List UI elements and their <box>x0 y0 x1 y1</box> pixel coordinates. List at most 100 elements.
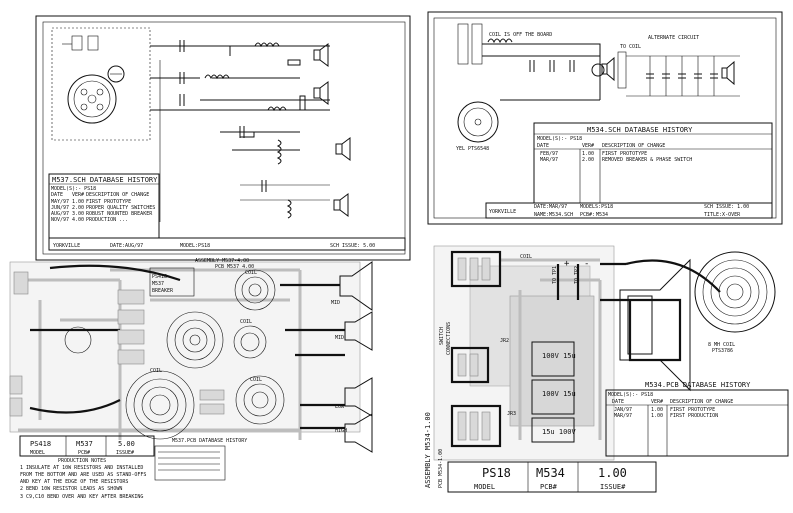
pcb-history-head-date: DATE <box>612 399 624 405</box>
input-jack-icon <box>9 397 23 417</box>
model-table <box>447 461 657 493</box>
title-block-date: DATE:MAR/97 <box>534 204 567 210</box>
svg-text:2.00: 2.00 <box>72 205 84 211</box>
input-jack-icon <box>450 346 490 384</box>
revision-head-desc: DESCRIPTION OF CHANGE <box>602 143 665 149</box>
title-block-issue: SCH ISSUE: 5.00 <box>330 243 375 249</box>
svg-text:100V 15u: 100V 15u <box>542 352 576 360</box>
speaker-icon <box>335 137 351 161</box>
pcb-history-table <box>605 389 789 457</box>
revision-table <box>533 122 773 204</box>
title-block <box>485 202 773 219</box>
model-caption: MODEL <box>474 483 495 491</box>
svg-text:JAN/97: JAN/97 <box>614 407 632 413</box>
title-block-date: DATE:AUG/97 <box>110 243 143 249</box>
input-jack-icon <box>13 271 29 295</box>
svg-text:MAR/97: MAR/97 <box>614 413 632 419</box>
minus-sign: - <box>584 259 589 269</box>
revision-head-ver: VER# <box>582 143 594 149</box>
svg-text:2.00: 2.00 <box>582 157 594 163</box>
coil-label: COIL <box>240 319 252 325</box>
speaker-icon <box>313 43 329 67</box>
svg-text:JUN/97: JUN/97 <box>51 205 69 211</box>
inductor-icon <box>204 74 230 80</box>
pcb-value: M537 <box>76 440 93 448</box>
issue-value: 5.00 <box>118 440 135 448</box>
capacitor-icon: 15u 100V <box>531 417 577 443</box>
horn-icon <box>344 311 373 351</box>
coil-label: COIL <box>245 270 257 276</box>
title-block-pcb-label: PCB#: <box>580 212 595 218</box>
connector-icon <box>64 326 92 354</box>
note-line: 2 BEND 10W RESISTOR LEADS AS SHOWN <box>20 486 122 492</box>
issue-value: 1.00 <box>598 466 627 480</box>
tp-label: TO TP2 <box>574 266 580 284</box>
pcb-history-models: MODEL(S):- PS18 <box>608 392 653 398</box>
connector-part: YEL PTS6548 <box>456 146 489 152</box>
pcb-history-head-ver: VER# <box>651 399 663 405</box>
revision-head-ver: VER# <box>72 192 84 198</box>
schematic-m534: COIL IS OFF THE BOARD ALTERNATE CIRCUIT … <box>427 11 783 225</box>
table-row: MAR/97 2.00 REMOVED BREAKER & PHASE SWITCH <box>540 157 692 163</box>
title-block-model: MODELS:PS18 <box>580 204 613 210</box>
jack-label: JR3 <box>507 411 516 417</box>
pcb-layout-m534: JR2 JR3 SWITCH CONNECTIONS 100V 15u 100V… <box>424 245 789 493</box>
output-label: HIGH <box>335 428 347 434</box>
connections-label: CONNECTIONS <box>446 322 452 355</box>
pcb-history-title: M534.PCB DATABASE HISTORY <box>645 381 751 389</box>
input-jack-icon <box>450 250 502 288</box>
pcb-caption: PCB# <box>540 483 558 491</box>
table-row: FEB/97 1.00 FIRST PROTOTYPE <box>540 151 647 157</box>
svg-text:1.00: 1.00 <box>582 151 594 157</box>
svg-text:ROBUST NOUNTED BREAKER: ROBUST NOUNTED BREAKER <box>86 211 153 217</box>
model-table <box>19 435 155 457</box>
notes-title: PRODUCTION NOTES <box>58 458 106 464</box>
svg-text:PROPER QUALITY SWITCHES: PROPER QUALITY SWITCHES <box>86 205 155 211</box>
speakon-connector-icon <box>67 74 117 124</box>
revision-title: M534.SCH DATABASE HISTORY <box>587 126 693 134</box>
note-line: FROM THE BOTTOM AND ARE USED AS STAND-OF… <box>20 472 146 478</box>
horn-icon <box>344 413 373 453</box>
inductor-icon <box>487 38 513 44</box>
capacitor-icon: 100V 15u <box>531 341 576 377</box>
svg-text:FEB/97: FEB/97 <box>540 151 558 157</box>
pcb-history-head-desc: DESCRIPTION OF CHANGE <box>670 399 733 405</box>
svg-text:3.00: 3.00 <box>72 211 84 217</box>
coil-icon <box>166 311 224 369</box>
coil-icon <box>234 269 276 311</box>
revision-head-desc: DESCRIPTION OF CHANGE <box>86 192 149 198</box>
speaker-icon <box>333 193 349 217</box>
switch-icon <box>107 65 125 83</box>
horn-icon <box>339 261 373 311</box>
schematic-m537: M537.SCH DATABASE HISTORY MODEL(S):- PS1… <box>35 15 411 261</box>
svg-text:1.00: 1.00 <box>651 413 663 419</box>
title-block-name: NAME:M534.SCH <box>534 212 573 218</box>
model-value: PS18 <box>482 466 511 480</box>
speaker-icon <box>313 81 329 105</box>
switch-label: SWITCH <box>439 327 445 345</box>
revision-models: MODEL(S):- PS18 <box>51 186 96 192</box>
speaker-icon <box>601 56 615 82</box>
note-line: 3 C9,C10 BEND OVER AND KEY AFTER BREAKIN… <box>20 494 143 500</box>
coil-label: COIL <box>150 368 162 374</box>
inductor-icon <box>286 199 292 219</box>
svg-text:PRODUCTION ...: PRODUCTION ... <box>86 217 128 223</box>
svg-text:1.00: 1.00 <box>651 407 663 413</box>
svg-text:FIRST PROTOTYPE: FIRST PROTOTYPE <box>602 151 647 157</box>
svg-text:1.00: 1.00 <box>72 199 84 205</box>
svg-text:MAY/97: MAY/97 <box>51 199 69 205</box>
input-jack-icon <box>450 404 502 448</box>
title-block-company: YORKVILLE <box>489 209 516 215</box>
assembly-label: ASSEMBLY M534-1.00 <box>424 412 432 488</box>
svg-text:REMOVED BREAKER & PHASE SWITCH: REMOVED BREAKER & PHASE SWITCH <box>602 157 692 163</box>
svg-text:100V 15u: 100V 15u <box>542 390 576 398</box>
svg-text:MAR/97: MAR/97 <box>540 157 558 163</box>
input-jack-icon <box>9 375 23 395</box>
coil-icon <box>125 370 195 440</box>
